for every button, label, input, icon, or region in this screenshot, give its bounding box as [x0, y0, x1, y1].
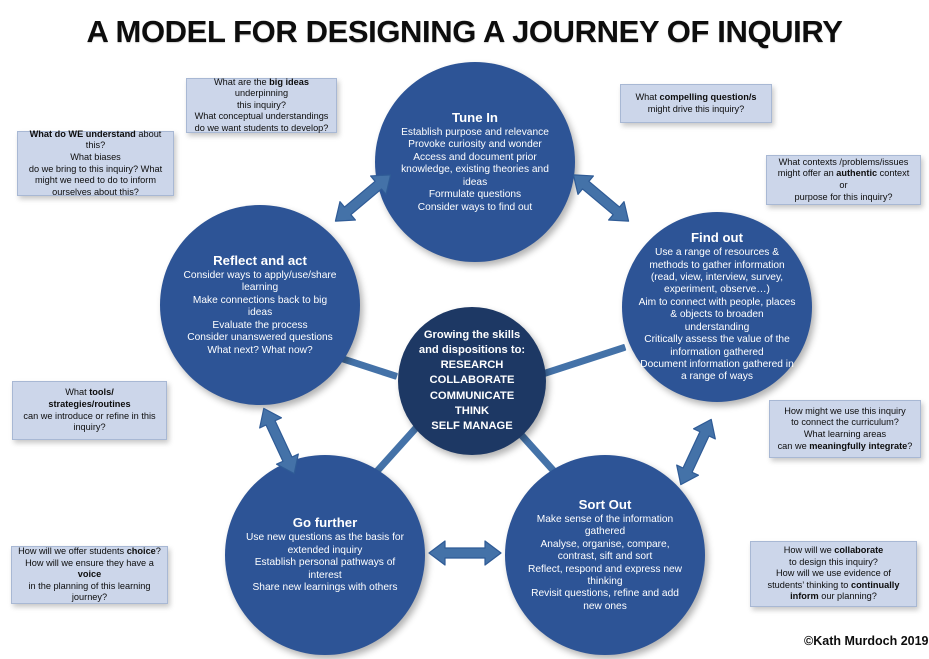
phase-body-go-further: Use new questions as the basis for exten… [232, 532, 418, 594]
phase-line: Analyse, organise, compare, [540, 538, 670, 550]
spoke-center-to-find-out [533, 343, 627, 380]
phase-line: a range of ways [681, 371, 753, 383]
phase-line: Reflect, respond and express new [527, 563, 683, 575]
center-heading-line-2: and dispositions to: [418, 343, 526, 356]
phase-circle-sort-out[interactable]: Sort Out Make sense of the information g… [505, 455, 705, 655]
arrow-sort-out-to-go-further [428, 540, 502, 566]
phase-line: learning [241, 282, 279, 294]
phase-line: Provoke curiosity and wonder [408, 139, 542, 151]
question-box-text: What do WE understand about this?What bi… [28, 128, 163, 197]
phase-line: methods to gather information [649, 259, 785, 271]
question-box-text: How will we offer students choice?How wi… [18, 546, 161, 603]
arrow-find-out-to-sort-out [669, 414, 723, 490]
phase-line: Consider ways to find out [417, 201, 533, 213]
phase-line: Use a range of resources & [654, 247, 779, 259]
phase-line: new ones [583, 600, 627, 612]
center-circle[interactable]: Growing the skills and dispositions to: … [398, 307, 546, 455]
phase-line: Critically assess the value of the [644, 334, 790, 346]
phase-body-sort-out: Make sense of the information gathered A… [514, 514, 696, 613]
phase-line: ideas [462, 176, 488, 188]
center-item: COLLABORATE [429, 374, 515, 387]
phase-body-find-out: Use a range of resources & methods to ga… [625, 247, 810, 383]
phase-line: (read, view, interview, survey, [650, 272, 784, 284]
phase-line: contrast, sift and sort [557, 551, 653, 563]
question-box-choice-voice[interactable]: How will we offer students choice?How wi… [11, 546, 168, 604]
phase-line: Make connections back to big [192, 294, 328, 306]
phase-heading-sort-out: Sort Out [578, 496, 632, 512]
phase-heading-reflect-and-act: Reflect and act [213, 253, 307, 269]
phase-line: Document information gathered in [640, 358, 794, 370]
phase-line: experiment, observe…) [664, 284, 770, 296]
arrow-reflect-to-tune-in [327, 165, 399, 231]
copyright-notice: ©Kath Murdoch 2019 [804, 634, 929, 648]
phase-line: gathered [584, 526, 626, 538]
center-item: THINK [454, 404, 490, 417]
phase-line: ideas [247, 307, 273, 319]
phase-line: Consider ways to apply/use/share [183, 270, 337, 282]
phase-line: Establish purpose and relevance [401, 127, 549, 139]
phase-circle-reflect-and-act[interactable]: Reflect and act Consider ways to apply/u… [160, 205, 360, 405]
phase-line: understanding [684, 321, 750, 333]
phase-line: thinking [587, 575, 623, 587]
arrow-go-further-to-reflect [252, 403, 306, 479]
arrow-tune-in-to-find-out [565, 165, 637, 231]
center-item: SELF MANAGE [431, 420, 513, 432]
phase-line: interest [308, 569, 342, 581]
phase-circle-tune-in[interactable]: Tune In Establish purpose and relevance … [375, 62, 575, 262]
page-title: A MODEL FOR DESIGNING A JOURNEY OF INQUI… [86, 14, 843, 49]
phase-body-tune-in: Establish purpose and relevance Provoke … [387, 127, 563, 214]
phase-line: Consider unanswered questions [187, 332, 333, 344]
phase-line: Access and document prior [413, 151, 537, 163]
phase-line: What next? What now? [207, 344, 313, 356]
phase-line: Share new learnings with others [252, 582, 398, 594]
phase-line: Formulate questions [428, 189, 522, 201]
phase-heading-go-further: Go further [292, 515, 358, 531]
phase-circle-go-further[interactable]: Go further Use new questions as the basi… [225, 455, 425, 655]
phase-body-reflect-and-act: Consider ways to apply/use/share learnin… [170, 270, 351, 357]
phase-line: Use new questions as the basis for [246, 532, 404, 544]
phase-line: information gathered [670, 346, 764, 358]
center-item: COMMUNICATE [429, 389, 515, 402]
phase-line: Revisit questions, refine and add [531, 588, 679, 600]
center-heading-line-1: Growing the skills [423, 328, 521, 341]
phase-line: Evaluate the process [212, 319, 308, 331]
phase-heading-find-out: Find out [691, 230, 743, 246]
question-box-we-understand[interactable]: What do WE understand about this?What bi… [17, 128, 174, 197]
phase-heading-tune-in: Tune In [452, 110, 498, 126]
center-item: RESEARCH [440, 359, 504, 372]
phase-line: Aim to connect with people, places [638, 296, 796, 308]
phase-line: Establish personal pathways of [254, 557, 396, 569]
phase-line: Make sense of the information [536, 513, 674, 525]
phase-circle-find-out[interactable]: Find out Use a range of resources & meth… [622, 212, 812, 402]
phase-line: & objects to broaden [670, 309, 764, 321]
phase-line: knowledge, existing theories and [401, 164, 549, 176]
phase-line: extended inquiry [287, 544, 363, 556]
